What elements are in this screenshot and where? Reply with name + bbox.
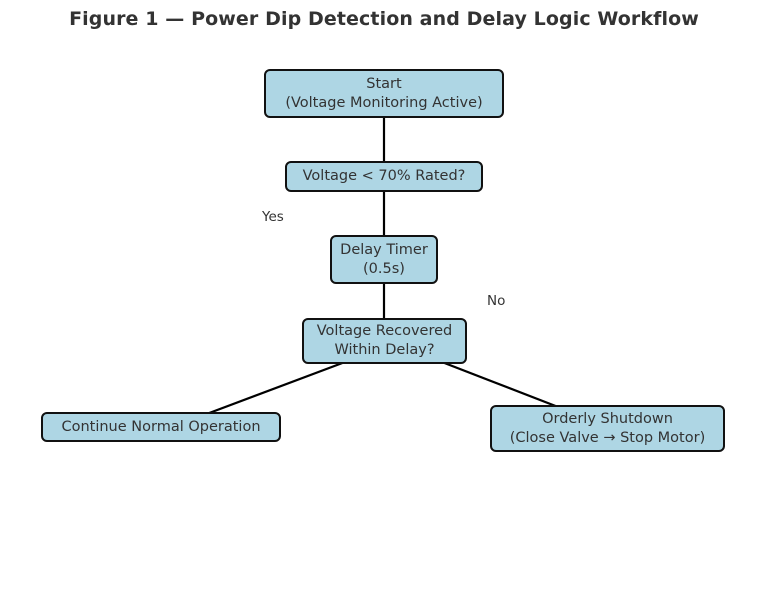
edge-label-no: No [487, 293, 506, 309]
node-delay-timer[interactable]: Delay Timer (0.5s) [330, 235, 438, 284]
node-orderly-shutdown[interactable]: Orderly Shutdown (Close Valve → Stop Mot… [490, 405, 725, 452]
node-voltage-threshold-decision[interactable]: Voltage < 70% Rated? [285, 161, 483, 192]
node-voltage-recovered-decision[interactable]: Voltage Recovered Within Delay? [302, 318, 467, 364]
node-continue-normal-operation[interactable]: Continue Normal Operation [41, 412, 281, 442]
page-title: Figure 1 — Power Dip Detection and Delay… [69, 8, 699, 30]
edge-label-yes: Yes [262, 209, 284, 225]
node-start[interactable]: Start (Voltage Monitoring Active) [264, 69, 504, 118]
